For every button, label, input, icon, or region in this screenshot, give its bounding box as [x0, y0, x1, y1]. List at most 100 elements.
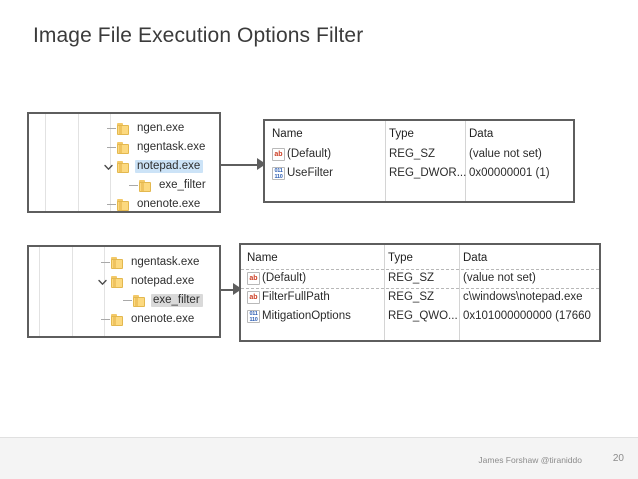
tree-node-label[interactable]: ngentask.exe — [131, 255, 200, 268]
tree-node-exe-filter[interactable]: exe_filter — [29, 176, 219, 195]
string-value-icon: ab — [247, 291, 260, 304]
row-separator — [241, 269, 599, 270]
tree-node-content[interactable]: notepad.exe — [111, 275, 197, 289]
tree-node-ngen-exe[interactable]: ngen.exe — [29, 119, 219, 138]
folder-icon — [111, 256, 124, 269]
string-value-icon: ab — [272, 148, 285, 161]
value-data-cell[interactable]: (value not set) — [463, 271, 536, 284]
registry-tree-panel-before: ngen.exe ngentask.exe notepad.exe exe_filte… — [27, 112, 221, 213]
table-header-row: Name Type Data — [241, 249, 599, 269]
tree-node-content[interactable]: onenote.exe — [111, 313, 197, 327]
column-header-name[interactable]: Name — [272, 128, 303, 141]
value-data-cell[interactable]: 0x00000001 (1) — [469, 166, 550, 179]
chevron-down-icon[interactable] — [96, 276, 108, 288]
value-name: (Default) — [262, 271, 307, 284]
tree-node-content[interactable]: notepad.exe — [117, 159, 204, 174]
tree-node-list: ngen.exe ngentask.exe notepad.exe exe_filte… — [29, 119, 219, 211]
footer-band — [0, 438, 638, 479]
tree-node-onenote-exe[interactable]: onenote.exe — [29, 310, 219, 329]
page-title: Image File Execution Options Filter — [33, 24, 364, 47]
value-name-cell[interactable]: ab(Default) — [272, 148, 331, 161]
tree-branch-line — [104, 195, 117, 211]
column-header-type[interactable]: Type — [388, 252, 413, 265]
tree-node-content[interactable]: exe_filter — [133, 293, 203, 308]
registry-values-table: Name Type Data ab(Default) REG_SZ (value not … — [241, 245, 599, 340]
tree-node-content[interactable]: exe_filter — [139, 179, 209, 193]
tree-node-label[interactable]: exe_filter — [151, 293, 203, 308]
tree-branch-line — [98, 253, 111, 272]
table-row[interactable]: ab(Default) REG_SZ (value not set) — [265, 145, 573, 164]
value-type-cell[interactable]: REG_SZ — [389, 147, 436, 160]
value-name: UseFilter — [287, 166, 334, 179]
connector-arrow-top — [221, 158, 269, 171]
tree-branch-line — [104, 138, 117, 157]
value-type-cell[interactable]: REG_SZ — [388, 290, 435, 303]
row-separator — [241, 288, 599, 289]
registry-values-panel-usefilter: Name Type Data ab(Default) REG_SZ (value not … — [263, 119, 575, 203]
tree-node-notepad-exe[interactable]: notepad.exe — [29, 272, 219, 291]
tree-node-label[interactable]: ngen.exe — [137, 121, 185, 134]
footer-credit: James Forshaw @tiraniddo — [478, 455, 582, 465]
column-header-type[interactable]: Type — [389, 128, 414, 141]
folder-icon — [117, 141, 130, 154]
column-header-name[interactable]: Name — [247, 252, 278, 265]
tree-node-ngentask-exe[interactable]: ngentask.exe — [29, 138, 219, 157]
value-name: (Default) — [287, 147, 332, 160]
value-name: MitigationOptions — [262, 309, 351, 322]
chevron-down-icon[interactable] — [102, 161, 114, 173]
value-data-cell[interactable]: 0x101000000000 (17660 — [463, 309, 591, 322]
value-type-cell[interactable]: REG_DWOR... — [389, 166, 467, 179]
tree-node-notepad-exe[interactable]: notepad.exe — [29, 157, 219, 176]
folder-icon — [111, 275, 124, 288]
table-header-row: Name Type Data — [265, 125, 573, 145]
string-value-icon: ab — [247, 272, 260, 285]
tree-branch-line — [104, 119, 117, 138]
table-row[interactable]: ab(Default) REG_SZ (value not set) — [241, 269, 599, 288]
tree-node-content[interactable]: ngentask.exe — [117, 141, 208, 155]
tree-branch-line — [120, 291, 133, 310]
folder-icon — [117, 122, 130, 135]
tree-node-label[interactable]: exe_filter — [159, 178, 206, 191]
folder-icon — [111, 313, 124, 326]
value-type-cell[interactable]: REG_SZ — [388, 271, 435, 284]
tree-node-content[interactable]: ngentask.exe — [111, 256, 202, 270]
folder-icon — [117, 198, 130, 211]
page-number: 20 — [612, 453, 624, 464]
tree-node-label[interactable]: onenote.exe — [137, 197, 201, 210]
tree-node-ngentask-exe[interactable]: ngentask.exe — [29, 253, 219, 272]
value-type-cell[interactable]: REG_QWO... — [388, 309, 458, 322]
connector-arrow-bottom — [221, 283, 251, 296]
tree-branch-line — [126, 176, 139, 195]
folder-icon — [139, 179, 152, 192]
tree-node-content[interactable]: onenote.exe — [117, 197, 203, 211]
value-data-cell[interactable]: c\windows\notepad.exe — [463, 290, 583, 303]
tree-node-content[interactable]: ngen.exe — [117, 122, 187, 136]
value-data-cell[interactable]: (value not set) — [469, 147, 542, 160]
folder-icon — [133, 294, 146, 307]
folder-icon — [117, 160, 130, 173]
tree-node-label[interactable]: notepad.exe — [135, 159, 204, 174]
tree-node-label[interactable]: onenote.exe — [131, 312, 195, 325]
tree-node-label[interactable]: ngentask.exe — [137, 140, 206, 153]
column-header-data[interactable]: Data — [463, 252, 488, 265]
footer-divider — [0, 437, 638, 438]
tree-node-onenote-exe[interactable]: onenote.exe — [29, 195, 219, 211]
registry-values-panel-exe-filter: Name Type Data ab(Default) REG_SZ (value not … — [239, 243, 601, 342]
tree-branch-line — [98, 310, 111, 329]
registry-values-table: Name Type Data ab(Default) REG_SZ (value not … — [265, 121, 573, 201]
tree-node-label[interactable]: notepad.exe — [131, 274, 195, 287]
value-name-cell[interactable]: ab(Default) — [247, 272, 306, 285]
column-header-data[interactable]: Data — [469, 128, 494, 141]
value-name: FilterFullPath — [262, 290, 330, 303]
tree-node-exe-filter[interactable]: exe_filter — [29, 291, 219, 310]
